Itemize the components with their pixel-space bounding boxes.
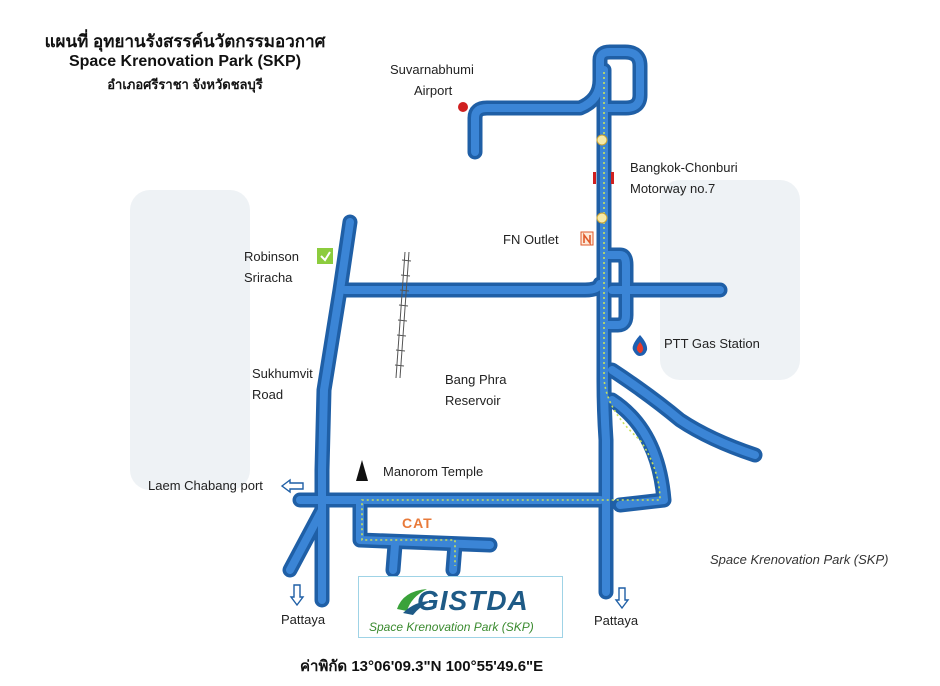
toll-marker-left bbox=[593, 172, 596, 184]
label-robinson-line1: Robinson bbox=[244, 249, 299, 264]
label-reservoir-line2: Reservoir bbox=[445, 393, 501, 408]
label-reservoir: Bang Phra Reservoir bbox=[445, 369, 506, 411]
robinson-icon bbox=[317, 248, 333, 264]
background-texture bbox=[130, 180, 800, 490]
temple-icon bbox=[356, 460, 368, 481]
title-english: Space Krenovation Park (SKP) bbox=[68, 53, 302, 70]
coordinates: ค่าพิกัด 13°06'09.3"N 100°55'49.6"E bbox=[300, 658, 544, 675]
label-sukhumvit-line1: Sukhumvit bbox=[252, 366, 313, 381]
arrow-down-icon bbox=[289, 584, 305, 607]
label-sukhumvit-line2: Road bbox=[252, 387, 284, 402]
airport-marker-icon bbox=[458, 102, 468, 112]
label-airport: Suvarnabhumi Airport bbox=[390, 59, 474, 101]
label-sukhumvit: Sukhumvit Road bbox=[252, 363, 313, 405]
label-pattaya-right: Pattaya bbox=[594, 613, 639, 628]
label-robinson: Robinson Sriracha bbox=[244, 246, 299, 288]
label-motorway: Bangkok-Chonburi Motorway no.7 bbox=[630, 157, 738, 199]
gistda-logo-box: GISTDA Space Krenovation Park (SKP) bbox=[358, 576, 563, 638]
label-temple: Manorom Temple bbox=[383, 464, 484, 479]
label-airport-line2: Airport bbox=[414, 83, 453, 98]
railway-track bbox=[394, 251, 412, 379]
motorway-junction-2 bbox=[596, 212, 608, 224]
label-skp: Space Krenovation Park (SKP) bbox=[710, 552, 889, 567]
motorway-junction-1 bbox=[596, 134, 608, 146]
label-motorway-line2: Motorway no.7 bbox=[630, 181, 716, 196]
title-thai: แผนที่ อุทยานรังสรรค์นวัตกรรมอวกาศ bbox=[44, 32, 326, 51]
roads-inner bbox=[286, 48, 759, 604]
label-pattaya-left: Pattaya bbox=[281, 612, 326, 627]
gistda-wordmark: GISTDA bbox=[417, 585, 529, 616]
label-airport-line1: Suvarnabhumi bbox=[390, 62, 474, 77]
label-fn-outlet: FN Outlet bbox=[503, 232, 559, 247]
ptt-icon bbox=[632, 335, 648, 356]
subtitle-thai: อำเภอศรีราชา จังหวัดชลบุรี bbox=[107, 77, 263, 92]
label-robinson-line2: Sriracha bbox=[244, 270, 293, 285]
route-dots bbox=[361, 72, 661, 566]
cat-label: CAT bbox=[402, 515, 433, 531]
gistda-subtitle: Space Krenovation Park (SKP) bbox=[369, 620, 534, 634]
airport-road bbox=[467, 44, 648, 160]
gistda-swoosh-icon bbox=[397, 589, 431, 615]
label-laem-chabang: Laem Chabang port bbox=[148, 478, 263, 493]
arrow-down-icon bbox=[614, 587, 630, 610]
label-reservoir-line1: Bang Phra bbox=[445, 372, 507, 387]
arrow-left-icon bbox=[280, 478, 304, 494]
label-ptt: PTT Gas Station bbox=[664, 336, 760, 351]
label-motorway-line1: Bangkok-Chonburi bbox=[630, 160, 738, 175]
toll-marker-right bbox=[611, 172, 614, 184]
fn-outlet-icon bbox=[580, 231, 594, 246]
